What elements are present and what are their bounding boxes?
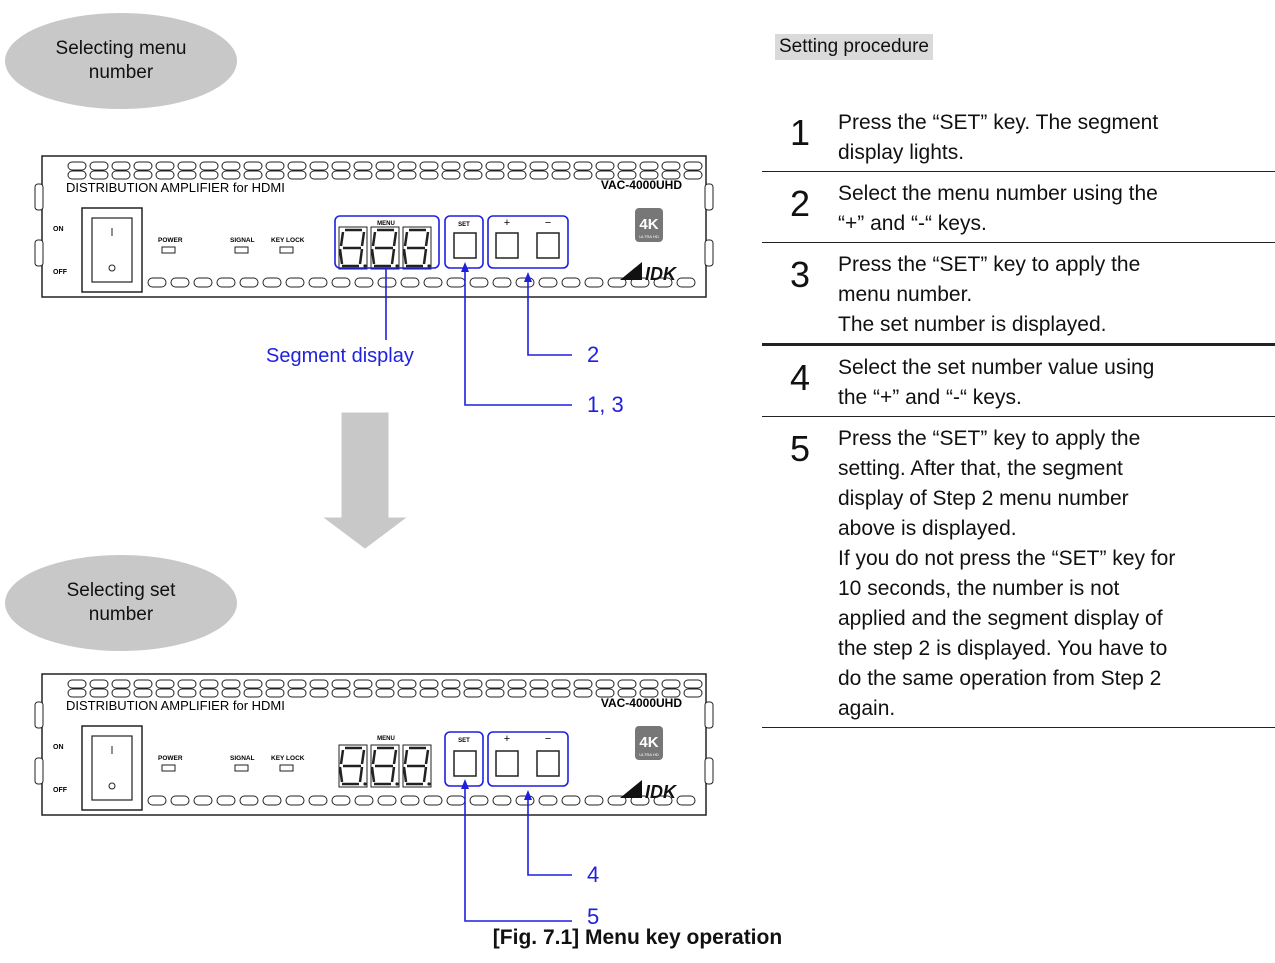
minus-key-label: −	[545, 733, 551, 745]
device-front-panel-set: DISTRIBUTION AMPLIFIER for HDMI VAC-4000…	[34, 673, 714, 816]
svg-text:ULTRA HD: ULTRA HD	[639, 234, 659, 239]
callout-5: 5	[587, 904, 600, 929]
minus-key-label: −	[545, 217, 551, 229]
segment-display	[338, 226, 432, 270]
step-number: 1	[789, 112, 811, 153]
led-power-label: POWER	[158, 755, 183, 762]
callout-2: 2	[587, 342, 600, 367]
plus-key[interactable]	[495, 232, 519, 259]
step-text: Press the “SET” key to apply the menu nu…	[838, 253, 1141, 336]
step-number: 2	[789, 183, 811, 224]
menu-label: MENU	[377, 221, 395, 227]
callout-segment-display: Segment display	[266, 345, 414, 367]
svg-text:ULTRA HD: ULTRA HD	[639, 752, 659, 757]
led-keylock-label: KEY LOCK	[271, 755, 305, 762]
plus-key[interactable]	[495, 750, 519, 777]
led-power	[161, 246, 176, 254]
device-model: VAC-4000UHD	[601, 178, 682, 192]
callout-4: 4	[587, 862, 600, 887]
device-front-panel-menu: DISTRIBUTION AMPLIFIER for HDMI VAC-4000…	[34, 155, 714, 298]
step-row: 2 Select the menu number using the “+” a…	[762, 172, 1275, 243]
figure-caption: [Fig. 7.1] Menu key operation	[492, 926, 783, 949]
led-power-label: POWER	[158, 237, 183, 244]
led-signal-label: SIGNAL	[230, 237, 255, 244]
4k-logo: 4K ULTRA HD	[635, 208, 663, 242]
set-number-state-label: Selecting set number	[5, 555, 237, 651]
step-text: Select the menu number using the “+” and…	[838, 182, 1158, 235]
4k-logo: 4K ULTRA HD	[635, 726, 663, 760]
step-row: 4 Select the set number value using the …	[762, 346, 1275, 417]
led-keylock	[279, 246, 294, 254]
step-row: 1 Press the “SET” key. The segment displ…	[762, 101, 1275, 172]
svg-text:4K: 4K	[639, 734, 658, 751]
step-number: 3	[789, 254, 811, 295]
callout-1-3: 1, 3	[587, 392, 624, 417]
plus-key-label: +	[504, 217, 510, 229]
step-text: Press the “SET” key. The segment display…	[838, 111, 1159, 164]
led-keylock-label: KEY LOCK	[271, 237, 305, 244]
menu-label: MENU	[377, 736, 395, 742]
power-off-label: OFF	[53, 787, 68, 794]
callout-lines	[323, 262, 572, 922]
procedure-steps: 1 Press the “SET” key. The segment displ…	[762, 101, 1275, 728]
device-title: DISTRIBUTION AMPLIFIER for HDMI	[66, 698, 285, 713]
step-row: 3 Press the “SET” key to apply the menu …	[762, 243, 1275, 346]
setting-procedure-title: Setting procedure	[775, 34, 933, 60]
led-power	[161, 764, 176, 772]
plus-key-label: +	[504, 733, 510, 745]
led-signal-label: SIGNAL	[230, 755, 255, 762]
menu-number-state-label: Selecting menu number	[5, 13, 237, 109]
svg-text:IDK: IDK	[645, 782, 678, 802]
set-key-label: SET	[458, 222, 470, 228]
idk-brand-logo: IDK	[620, 780, 678, 802]
idk-brand-logo: IDK	[620, 262, 678, 284]
svg-text:4K: 4K	[639, 216, 658, 233]
set-key[interactable]	[453, 232, 477, 259]
set-key-label: SET	[458, 738, 470, 744]
segment-display	[338, 744, 432, 788]
minus-key[interactable]	[536, 750, 560, 777]
power-off-label: OFF	[53, 269, 68, 276]
step-row: 5 Press the “SET” key to apply the setti…	[762, 417, 1275, 728]
power-on-label: ON	[53, 226, 64, 233]
minus-key[interactable]	[536, 232, 560, 259]
set-key[interactable]	[453, 750, 477, 777]
step-text: Select the set number value using the “+…	[838, 356, 1155, 409]
power-on-label: ON	[53, 744, 64, 751]
led-signal	[234, 764, 249, 772]
down-arrow	[323, 412, 407, 549]
device-model: VAC-4000UHD	[601, 696, 682, 710]
step-text: Press the “SET” key to apply the setting…	[838, 427, 1176, 720]
step-number: 4	[789, 357, 811, 398]
device-title: DISTRIBUTION AMPLIFIER for HDMI	[66, 180, 285, 195]
led-signal	[234, 246, 249, 254]
step-number: 5	[789, 428, 811, 469]
svg-text:IDK: IDK	[645, 264, 678, 284]
led-keylock	[279, 764, 294, 772]
